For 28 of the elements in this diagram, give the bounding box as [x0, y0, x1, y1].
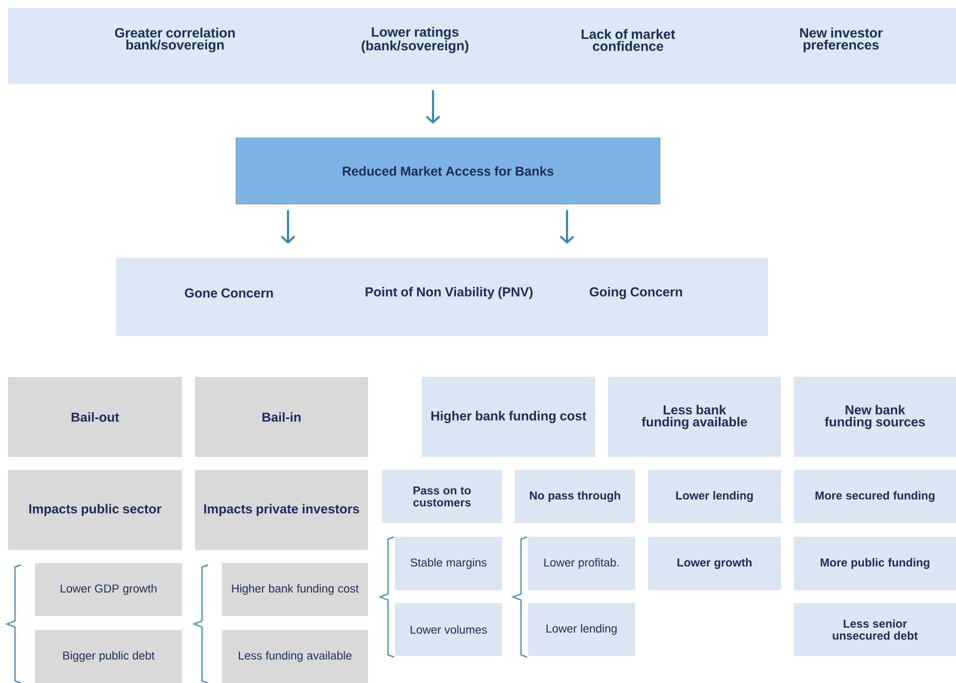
text-box: No pass through: [515, 470, 635, 523]
text-box: Less bank funding available: [608, 377, 781, 457]
text-box: Lower lending: [528, 603, 635, 656]
text-box: More public funding: [794, 537, 956, 590]
text-box: Higher bank funding cost: [422, 377, 595, 457]
text-box: More secured funding: [794, 470, 956, 523]
text-box: Impacts public sector: [8, 470, 182, 550]
text-box: Pass on to customers: [382, 470, 502, 523]
text-box: Lower GDP growth: [35, 563, 182, 616]
text-box: Bail-in: [195, 377, 368, 457]
text-box: New bank funding sources: [794, 377, 956, 457]
text-box: Impacts private investors: [195, 470, 368, 550]
arrow: [426, 90, 440, 124]
text-box: Higher bank funding cost: [222, 563, 368, 616]
arrow: [560, 210, 574, 244]
text-box: Less funding available: [222, 630, 368, 683]
process-box: Reduced Market Access for Banks: [236, 138, 660, 204]
text-box: Bail-out: [8, 377, 182, 457]
text-box: Stable margins: [395, 537, 502, 590]
text-box: Less senior unsecured debt: [794, 603, 956, 656]
arrow: [280, 210, 296, 244]
text-box: Lower lending: [648, 470, 781, 523]
cause-band: Greater correlation bank/sovereign Lower ratings (bank/sovereign) Lack of market confidence New investor preferences: [8, 8, 956, 84]
text-box: Lower growth: [648, 537, 781, 590]
text-box: Bigger public debt: [35, 630, 182, 683]
outcome-band: Gone Concern Point of Non Viability (PNV) Going Concern: [116, 258, 768, 336]
text-box: Lower profitab.: [528, 537, 635, 590]
text-box: Lower volumes: [395, 603, 502, 656]
